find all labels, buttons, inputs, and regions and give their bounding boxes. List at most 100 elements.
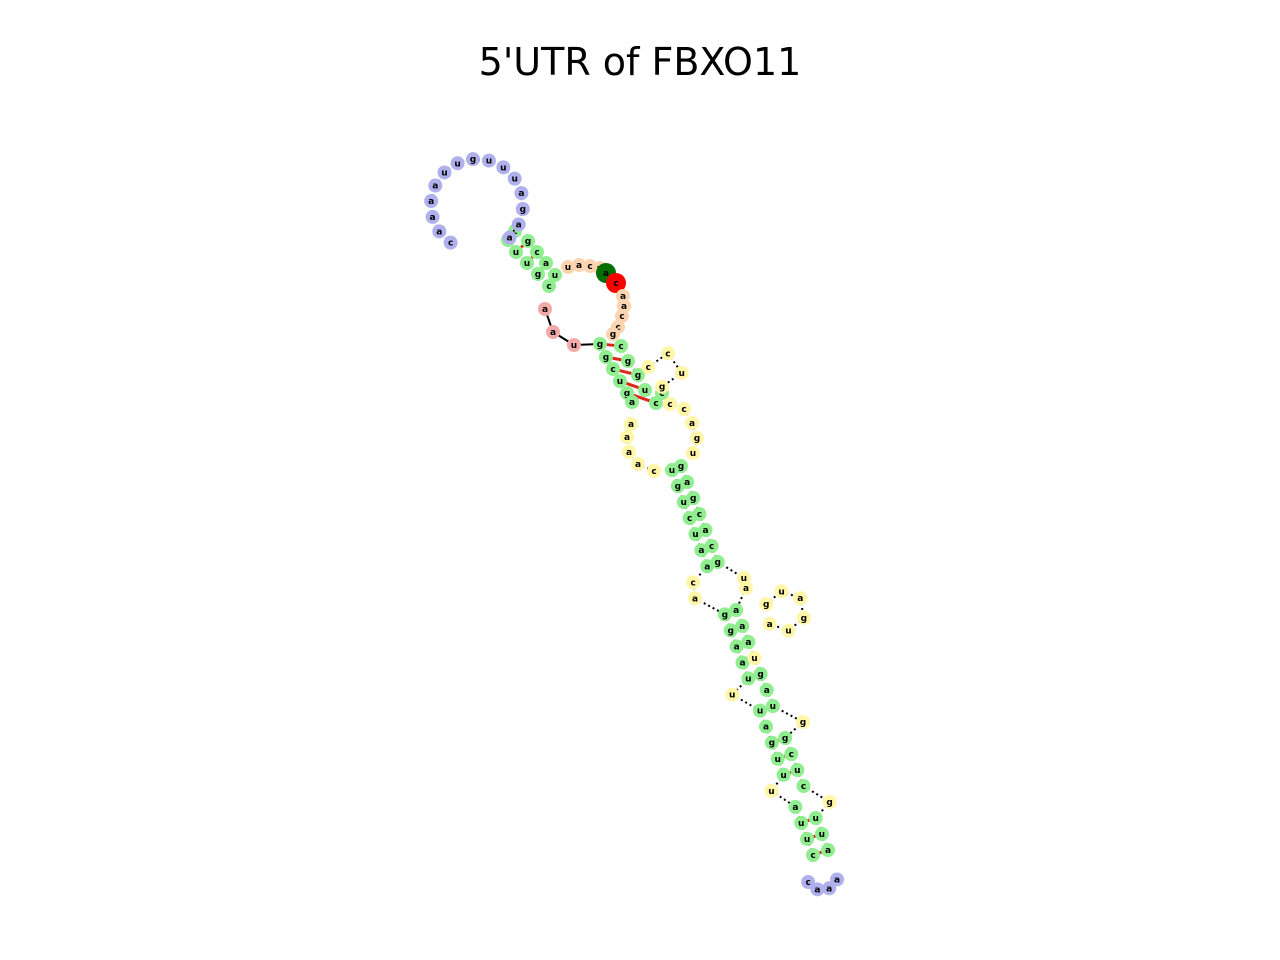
nucleotide-multiloop-label: a <box>576 261 582 271</box>
nucleotide-interior-loop: c <box>647 464 661 478</box>
nucleotide-stem2-label: a <box>629 398 635 408</box>
nucleotide-long-stem-dot <box>759 719 773 734</box>
nucleotide-interior-loop-label: a <box>689 419 695 429</box>
nucleotide-stem2-label: c <box>653 399 658 409</box>
nucleotide-stem2-label: g <box>597 340 603 350</box>
nucleotide-hairpin1: u <box>450 156 465 171</box>
nucleotide-long-stem: a <box>739 581 753 595</box>
nucleotide-long-stem: a <box>741 635 756 649</box>
nucleotide-long-stem: g <box>753 667 768 681</box>
nucleotide-long-stem-dot <box>794 815 809 830</box>
nucleotide-hairpin1-dot <box>443 235 458 250</box>
nucleotide-long-stem-label: a <box>825 846 831 856</box>
nucleotide-hairpin1-label: u <box>454 159 460 169</box>
nucleotide-long-stem: g <box>717 607 732 622</box>
nucleotide-hairpin1-dot <box>465 152 480 167</box>
nucleotide-stem1-dot <box>542 279 556 293</box>
nucleotide-stem1-label: g <box>525 237 531 247</box>
nucleotide-hairpin2-dot <box>655 379 670 394</box>
nucleotide-side-loop-dot <box>793 591 808 606</box>
nucleotide-hairpin1-dot <box>496 160 511 175</box>
nucleotide-interior-loop: a <box>624 417 638 431</box>
nucleotide-multiloop-dot <box>615 309 629 323</box>
nucleotide-long-stem-dot <box>710 555 725 569</box>
nucleotide-long-stem-label: g <box>715 558 721 568</box>
nucleotide-hairpin1-label: u <box>511 175 517 185</box>
nucleotide-interior-loop-label: u <box>690 449 696 459</box>
nucleotide-long-stem-label: g <box>728 626 734 636</box>
nucleotide-long-stem-dot <box>778 731 793 745</box>
nucleotide-stem2-dot <box>593 337 607 351</box>
nucleotide-hairpin2-dot <box>674 365 689 380</box>
nucleotide-long-stem-label: a <box>734 642 740 652</box>
nucleotide-interior-loop-label: g <box>694 434 700 444</box>
nucleotide-side-loop: g <box>759 597 774 612</box>
nucleotide-long-stem-dot <box>686 491 701 505</box>
nucleotide-5prime-tail-dot <box>538 302 552 316</box>
nucleotide-5prime-tail: a <box>538 302 552 316</box>
nucleotide-hairpin1: u <box>507 171 522 186</box>
nucleotide-long-stem-dot <box>674 459 688 473</box>
nucleotide-hairpin1-label: g <box>470 155 476 165</box>
nucleotide-long-stem-dot <box>764 783 779 798</box>
nucleotide-interior-loop-dot <box>686 446 700 460</box>
nucleotide-hairpin1: c <box>443 235 458 250</box>
nucleotide-long-stem: a <box>735 619 750 633</box>
nucleotide-interior-loop-dot <box>685 416 699 430</box>
nucleotide-long-stem-label: g <box>782 734 788 744</box>
nucleotide-long-stem: u <box>765 699 780 713</box>
nucleotide-5prime-tail-dot <box>546 325 560 339</box>
nucleotide-multiloop: c <box>615 309 629 323</box>
nucleotide-hairpin1: a <box>511 217 526 232</box>
nucleotide-long-stem-label: c <box>697 510 702 520</box>
nucleotide-stem2-label: g <box>625 357 631 367</box>
start-marker-label: a <box>603 269 609 279</box>
nucleotide-hairpin3-label: a <box>826 884 832 894</box>
nucleotide-long-stem: a <box>680 475 695 489</box>
nucleotide-hairpin1: u <box>437 165 452 180</box>
end-marker-label: c <box>613 279 618 289</box>
nucleotide-long-stem: u <box>794 815 809 830</box>
nucleotide-long-stem-label: u <box>692 530 698 540</box>
nucleotide-side-loop: g <box>796 610 811 625</box>
nucleotide-stem1-label: a <box>543 259 549 269</box>
nucleotide-hairpin1-dot <box>511 217 526 232</box>
nucleotide-hairpin2: g <box>655 379 670 394</box>
backbone-layer <box>430 158 838 891</box>
nucleotide-hairpin1-label: a <box>428 197 434 207</box>
nucleotide-side-loop: a <box>793 591 808 606</box>
nucleotide-hairpin1: a <box>428 178 443 193</box>
nucleotide-side-loop-dot <box>762 616 777 631</box>
nucleotide-stem2-label: g <box>635 371 641 381</box>
nucleotide-long-stem-dot <box>741 671 756 686</box>
nucleotide-stem1: u <box>548 268 562 282</box>
nucleotide-interior-loop-dot <box>624 417 638 431</box>
nucleotide-hairpin1-label: a <box>432 182 438 192</box>
nucleotide-interior-loop-label: a <box>624 433 630 443</box>
nucleotide-hairpin1: a <box>514 186 529 201</box>
nucleotide-stem1-dot <box>539 256 553 270</box>
nucleotide-stem1-label: c <box>534 248 539 258</box>
nucleotide-stem2: a <box>625 395 639 409</box>
nucleotide-stem1-dot <box>520 256 534 270</box>
nucleotide-long-stem-label: a <box>733 606 739 616</box>
nucleotide-long-stem: g <box>764 735 779 750</box>
nucleotide-hairpin1-dot <box>481 153 496 168</box>
nucleotide-stem1-label: u <box>513 248 519 258</box>
nucleotide-side-loop-label: a <box>767 620 773 630</box>
nucleotide-hairpin2-label: c <box>665 349 670 359</box>
nucleotide-long-stem: g <box>674 459 688 473</box>
nucleotide-hairpin2: c <box>660 346 675 361</box>
nucleotide-long-stem-dot <box>770 751 785 766</box>
nucleotide-long-stem-dot <box>680 475 695 489</box>
nucleotide-long-stem-label: u <box>768 787 774 797</box>
nucleotide-hairpin3-label: a <box>814 885 820 895</box>
nucleotide-long-stem-dot <box>790 763 805 777</box>
nucleotide-long-stem: u <box>800 831 815 846</box>
nucleotide-multiloop: a <box>572 258 586 272</box>
nucleotide-long-stem: u <box>790 763 805 777</box>
nucleotide-stem1: c <box>542 279 556 293</box>
nucleotide-stem1-label: g <box>535 270 541 280</box>
nucleotide-hairpin1-dot <box>507 171 522 186</box>
backbone-segment <box>814 801 831 819</box>
